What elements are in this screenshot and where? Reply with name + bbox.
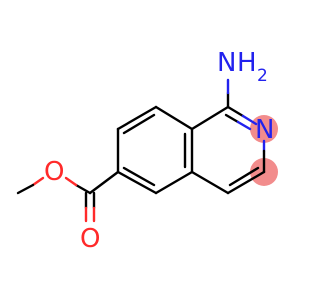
ring-nitrogen-highlight (250, 115, 278, 143)
bond-c7-c8 (116, 105, 158, 131)
bond-c8a-c1 (190, 105, 230, 131)
carbonyl-oxygen-label: O (80, 224, 100, 254)
bond-ether-o-methyl-b (16, 183, 35, 195)
bond-c1-n2-b (241, 114, 258, 126)
double-bond-c1-n2-b (236, 120, 252, 131)
bond-carbonyl-c-ether-o-a (74, 183, 92, 195)
structure-diagram: N H 2 N O O (16, 48, 278, 254)
molecule-canvas: N H 2 N O O (16, 48, 278, 254)
ether-oxygen-label: O (44, 157, 64, 187)
double-bond-c3-c4 (228, 166, 260, 187)
bond-ether-o-methyl-a (31, 176, 45, 187)
bond-carbonyl-c-ether-o-b (64, 176, 78, 187)
bond-c1-n2-a (226, 105, 245, 118)
double-bond-c5-c6 (122, 166, 156, 187)
amine-hydrogen-label: H (237, 48, 257, 78)
bond-c4-c4a (190, 170, 230, 195)
double-bond-c1-n2-a (224, 113, 240, 124)
ring-nitrogen-label: N (255, 115, 274, 145)
double-bond-c7-c8 (122, 113, 156, 135)
bond-c8-c8a (154, 105, 194, 131)
bond-c5-c6 (116, 170, 158, 195)
amine-hydrogen-count-label: 2 (257, 66, 268, 86)
bond-c6-carbonyl-carbon (88, 170, 120, 195)
bond-c4a-c5 (154, 170, 194, 195)
amine-nitrogen-label: N (217, 48, 236, 78)
bond-c3-c4 (226, 170, 266, 195)
